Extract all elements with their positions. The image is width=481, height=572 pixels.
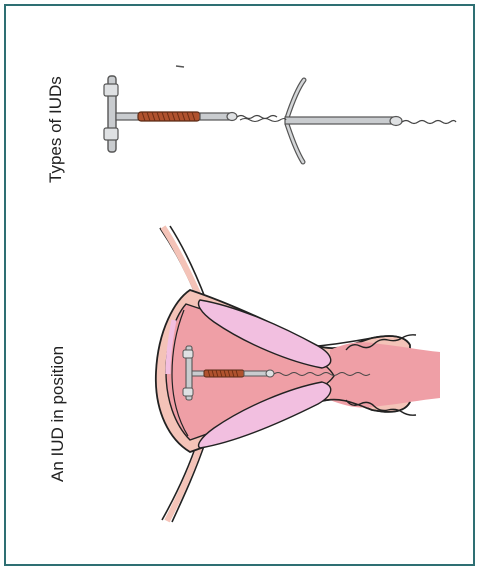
y-shaped-iud-icon	[240, 80, 456, 162]
t-shaped-copper-iud-icon	[104, 76, 277, 152]
stray-mark	[176, 66, 184, 67]
